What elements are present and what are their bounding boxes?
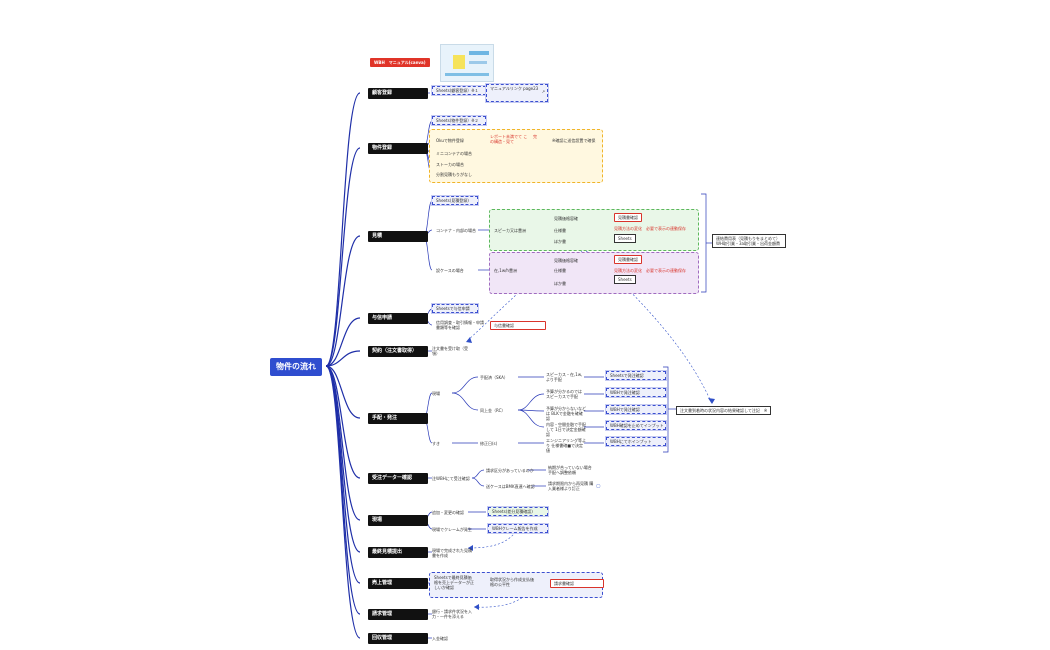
manual-thumbnail-image[interactable] (440, 44, 494, 82)
final-estimate-node[interactable]: 現場で完成された見積書を作成 (432, 548, 472, 558)
order-comment-icon[interactable]: ◯ (596, 483, 601, 488)
green-link-note: 見積方法の変化 必要で表示の連動保存 (614, 226, 686, 231)
stage-credit-application[interactable]: 与信申請 (368, 313, 428, 324)
customer-sheet-node[interactable]: Sheets(顧客登録）※１ (432, 86, 486, 95)
stage-customer-registration[interactable]: 顧客登録 (368, 88, 428, 99)
site-claim-node[interactable]: 現場でクレームが発生 (432, 527, 472, 532)
estimate-container-sub[interactable]: スピーカ又は豊洲 (494, 228, 526, 233)
contract-receive-node[interactable]: 注文書を受け取（受領） (432, 346, 468, 356)
order-arrival-note[interactable]: 注文書到着時の状況内容の結果確認して注記 ※ (676, 406, 772, 415)
stage-billing-management[interactable]: 請求管理 (368, 609, 428, 620)
property-stoker-node[interactable]: ストーカの場合 (436, 162, 464, 167)
green-spec-node[interactable]: 仕様書 (554, 228, 566, 233)
order-sheet-confirm-1[interactable]: Sheetsで発注確認 (606, 371, 666, 380)
stage-site[interactable]: 現場 (368, 515, 428, 526)
site-change-check-node[interactable]: 追加・変更の確認 (432, 510, 464, 515)
sales-billing-confirm-box[interactable]: 請求書確認 (550, 579, 604, 588)
estimate-container-node[interactable]: コンテナ・内部の場合 (436, 228, 476, 233)
order-reestimate-node[interactable]: 請求期限内から再見積 購入業者様より訂正 (548, 481, 594, 491)
property-sheet-node[interactable]: Sheets(物件登録）※２ (432, 116, 486, 125)
property-warning-node: レポート未満でて この構造・見て (490, 134, 528, 144)
stage-sales-management[interactable]: 売上管理 (368, 578, 428, 589)
sales-status-node[interactable]: 取得状況から作成支払価格の公平性 (490, 577, 534, 587)
customer-manual-label: マニュアルリンク page23 (490, 86, 539, 91)
stage-contract[interactable]: 契約（注文書取得） (368, 346, 428, 357)
arrange-engineering-node[interactable]: エンジニアリング等より 仕様書確■で決定値 (546, 438, 586, 453)
purple-spec-node[interactable]: 仕様書 (554, 268, 566, 273)
order-case-bmk-node[interactable]: 送ケースはBMK直連へ確認 (486, 484, 535, 489)
site-claim-report-box[interactable]: WBHクレーム報告を作成 (488, 524, 548, 533)
estimate-group-yellow (429, 129, 603, 183)
stage-final-estimate[interactable]: 最終見積提出 (368, 547, 428, 558)
stage-collection-management[interactable]: 回収管理 (368, 633, 428, 644)
stage-property-registration[interactable]: 物件登録 (368, 143, 428, 154)
order-delivery-adjust-node[interactable]: 納期が合っていない場合 手配へ調整依頼 (548, 465, 592, 475)
order-wbh-check-node[interactable]: 注WBHにて受注確認 (432, 476, 470, 481)
credit-sheet-node[interactable]: Sheetsで与信申請 (432, 304, 478, 313)
stage-order-data-check[interactable]: 受注データー確認 (368, 473, 428, 484)
order-billing-category-node[interactable]: 請求区分があっているのか (486, 468, 534, 473)
green-price-node[interactable]: 見積価格容確 (554, 216, 578, 221)
collection-confirm-node[interactable]: 入金確認 (432, 636, 448, 641)
estimate-group-purple (489, 252, 699, 294)
billing-input-node[interactable]: 銀行・請求件状況を入力・一件を添える (432, 609, 472, 619)
property-minicontainer-node[interactable]: ミニコンテナの場合 (436, 151, 472, 156)
arrange-budget-unknown-node[interactable]: 予算が分からないなどは BLKで金融を確確認 (546, 406, 586, 421)
green-confirm-box[interactable]: 見積書確認 (614, 213, 642, 222)
order-wbh-confirm-2[interactable]: WBHで発注確認 (606, 388, 666, 397)
manual-link-button[interactable]: WBH マニュアル(canva) (370, 58, 430, 67)
purple-price-node[interactable]: 見積価格容確 (554, 258, 578, 263)
property-confirm-note: ※確認に送信設置で確保 (552, 138, 596, 143)
property-split-node[interactable]: 分割見積もりがなし (436, 172, 472, 177)
stage-estimate[interactable]: 見積 (368, 231, 428, 242)
purple-other-node[interactable]: ほか書 (554, 281, 566, 286)
purple-confirm-box[interactable]: 見積書確認 (614, 255, 642, 264)
arrange-rc-node[interactable]: 同上金（RC） (480, 408, 506, 413)
site-diff-estimate-box[interactable]: Sheets(差分見積確認) (488, 507, 548, 516)
arrange-content-node[interactable]: 内容・空間金融で手配して 1日で決定金額確認 (546, 422, 586, 437)
order-wbh-confirm-3[interactable]: WBHで発注確認 (606, 405, 666, 414)
purple-sheets-box[interactable]: Sheets (614, 275, 636, 284)
purple-link-note: 見積方法の変化 必要で表示の連動保存 (614, 268, 686, 273)
property-complete-mark: 完 (533, 134, 537, 139)
thumbnail-highlight-icon (453, 55, 465, 69)
sales-sheet-check-node[interactable]: Sheetsで最終見積価格を売上データーが正しいか確認 (434, 575, 474, 590)
thumbnail-bar-icon (469, 51, 489, 55)
estimate-summary-note[interactable]: 連結費用表（見積もりをまとめて） WH取引業・3a取引業・出荷金額費 (712, 234, 786, 248)
estimate-sheet-node[interactable]: Sheets(見積登録) (432, 196, 478, 205)
order-wbh-input-4[interactable]: WBH確認を止めてインプット (606, 421, 666, 430)
stage-arrangement-order[interactable]: 手配・発注 (368, 413, 428, 424)
property-oku-node[interactable]: Okuで物件登録 (436, 138, 464, 143)
credit-confirm-box[interactable]: 与信書確認 (490, 321, 546, 330)
arrange-fix-node[interactable]: 修正日(s) (480, 441, 498, 446)
arrange-ska-node[interactable]: 手配済（SKA） (480, 375, 508, 380)
customer-manual-node[interactable]: マニュアルリンク page23 ↗ (486, 84, 548, 102)
root-node[interactable]: 物件の流れ (270, 358, 322, 376)
thumbnail-bar-icon (469, 61, 487, 64)
external-link-icon: ↗ (541, 89, 545, 94)
arrange-speaker-node[interactable]: スピーカス・在,1w,より手配 (546, 372, 583, 382)
arrange-site-node[interactable]: 現場 (432, 391, 440, 396)
estimate-case-node[interactable]: 設ケースの場合 (436, 268, 464, 273)
estimate-case-sub[interactable]: 在,1w/h豊洲 (494, 268, 517, 273)
thumbnail-bar-icon (445, 73, 489, 76)
credit-check-node[interactable]: 信用調査・取引情報・申請書類等を確認 (436, 320, 484, 330)
order-wbh-input-5[interactable]: WBHにてホインプット (606, 437, 666, 446)
green-sheets-box[interactable]: Sheets (614, 234, 636, 243)
green-other-node[interactable]: ほか書 (554, 239, 566, 244)
arrange-budget-known-node[interactable]: 予算が分かるのでは スピーカスで手配 (546, 389, 582, 399)
arrange-suki-node[interactable]: すき (432, 441, 440, 446)
estimate-group-green (489, 209, 699, 251)
